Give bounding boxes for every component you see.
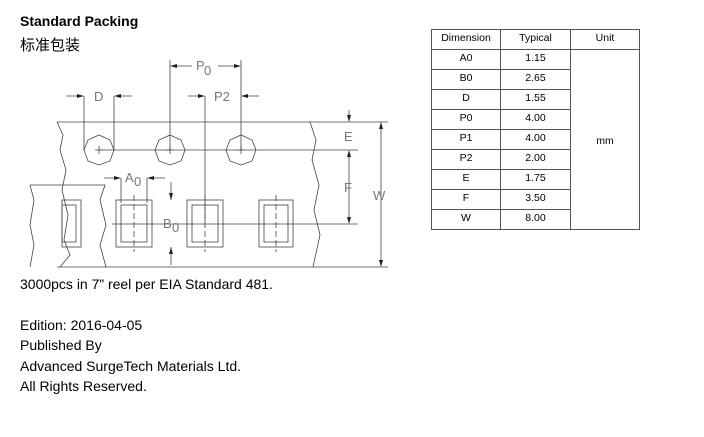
label-e: E [344, 129, 353, 144]
cell-typical: 1.55 [500, 89, 571, 110]
company-name: Advanced SurgeTech Materials Ltd. [20, 358, 242, 374]
label-f: F [344, 180, 352, 195]
cell-dimension: F [431, 189, 501, 210]
cell-dimension: P1 [431, 129, 501, 150]
cell-typical: 4.00 [500, 109, 571, 130]
published-by: Published By [20, 337, 102, 353]
edition: Edition: 2016-04-05 [20, 317, 143, 333]
cell-dimension: W [431, 209, 501, 230]
section-title: Standard Packing [20, 13, 139, 29]
cell-typical: 2.65 [500, 69, 571, 90]
cell-dimension: B0 [431, 69, 501, 90]
cell-dimension: A0 [431, 49, 501, 70]
label-p0-sub: 0 [204, 63, 211, 78]
header-typical: Typical [500, 29, 571, 50]
cell-dimension: P0 [431, 109, 501, 130]
header-dimension: Dimension [431, 29, 501, 50]
cell-typical: 2.00 [500, 149, 571, 170]
reel-note: 3000pcs in 7” reel per EIA Standard 481. [20, 276, 273, 292]
header-unit: Unit [570, 29, 640, 50]
table-header-row: Dimension Typical Unit [431, 29, 640, 50]
cell-typical: 1.15 [500, 49, 571, 70]
cell-typical: 8.00 [500, 209, 571, 230]
cell-unit: mm [570, 49, 640, 230]
label-b0: B [163, 216, 172, 231]
cell-typical: 4.00 [500, 129, 571, 150]
label-p2: P2 [214, 89, 230, 104]
cell-typical: 1.75 [500, 169, 571, 190]
label-d: D [94, 89, 103, 104]
cell-dimension: P2 [431, 149, 501, 170]
label-b0-sub: 0 [172, 220, 179, 235]
carrier-tape-drawing: D P 0 P2 E F W A 0 B 0 [29, 58, 388, 268]
table-row: A0 1.15 mm [431, 49, 640, 230]
section-title-cn: 标准包装 [20, 36, 81, 54]
cell-dimension: E [431, 169, 501, 190]
label-a0-sub: 0 [134, 174, 141, 189]
label-w: W [373, 188, 386, 203]
rights: All Rights Reserved. [20, 378, 147, 394]
label-a0: A [125, 170, 134, 185]
cell-typical: 3.50 [500, 189, 571, 210]
label-p0: P [196, 58, 205, 73]
cell-dimension: D [431, 89, 501, 110]
